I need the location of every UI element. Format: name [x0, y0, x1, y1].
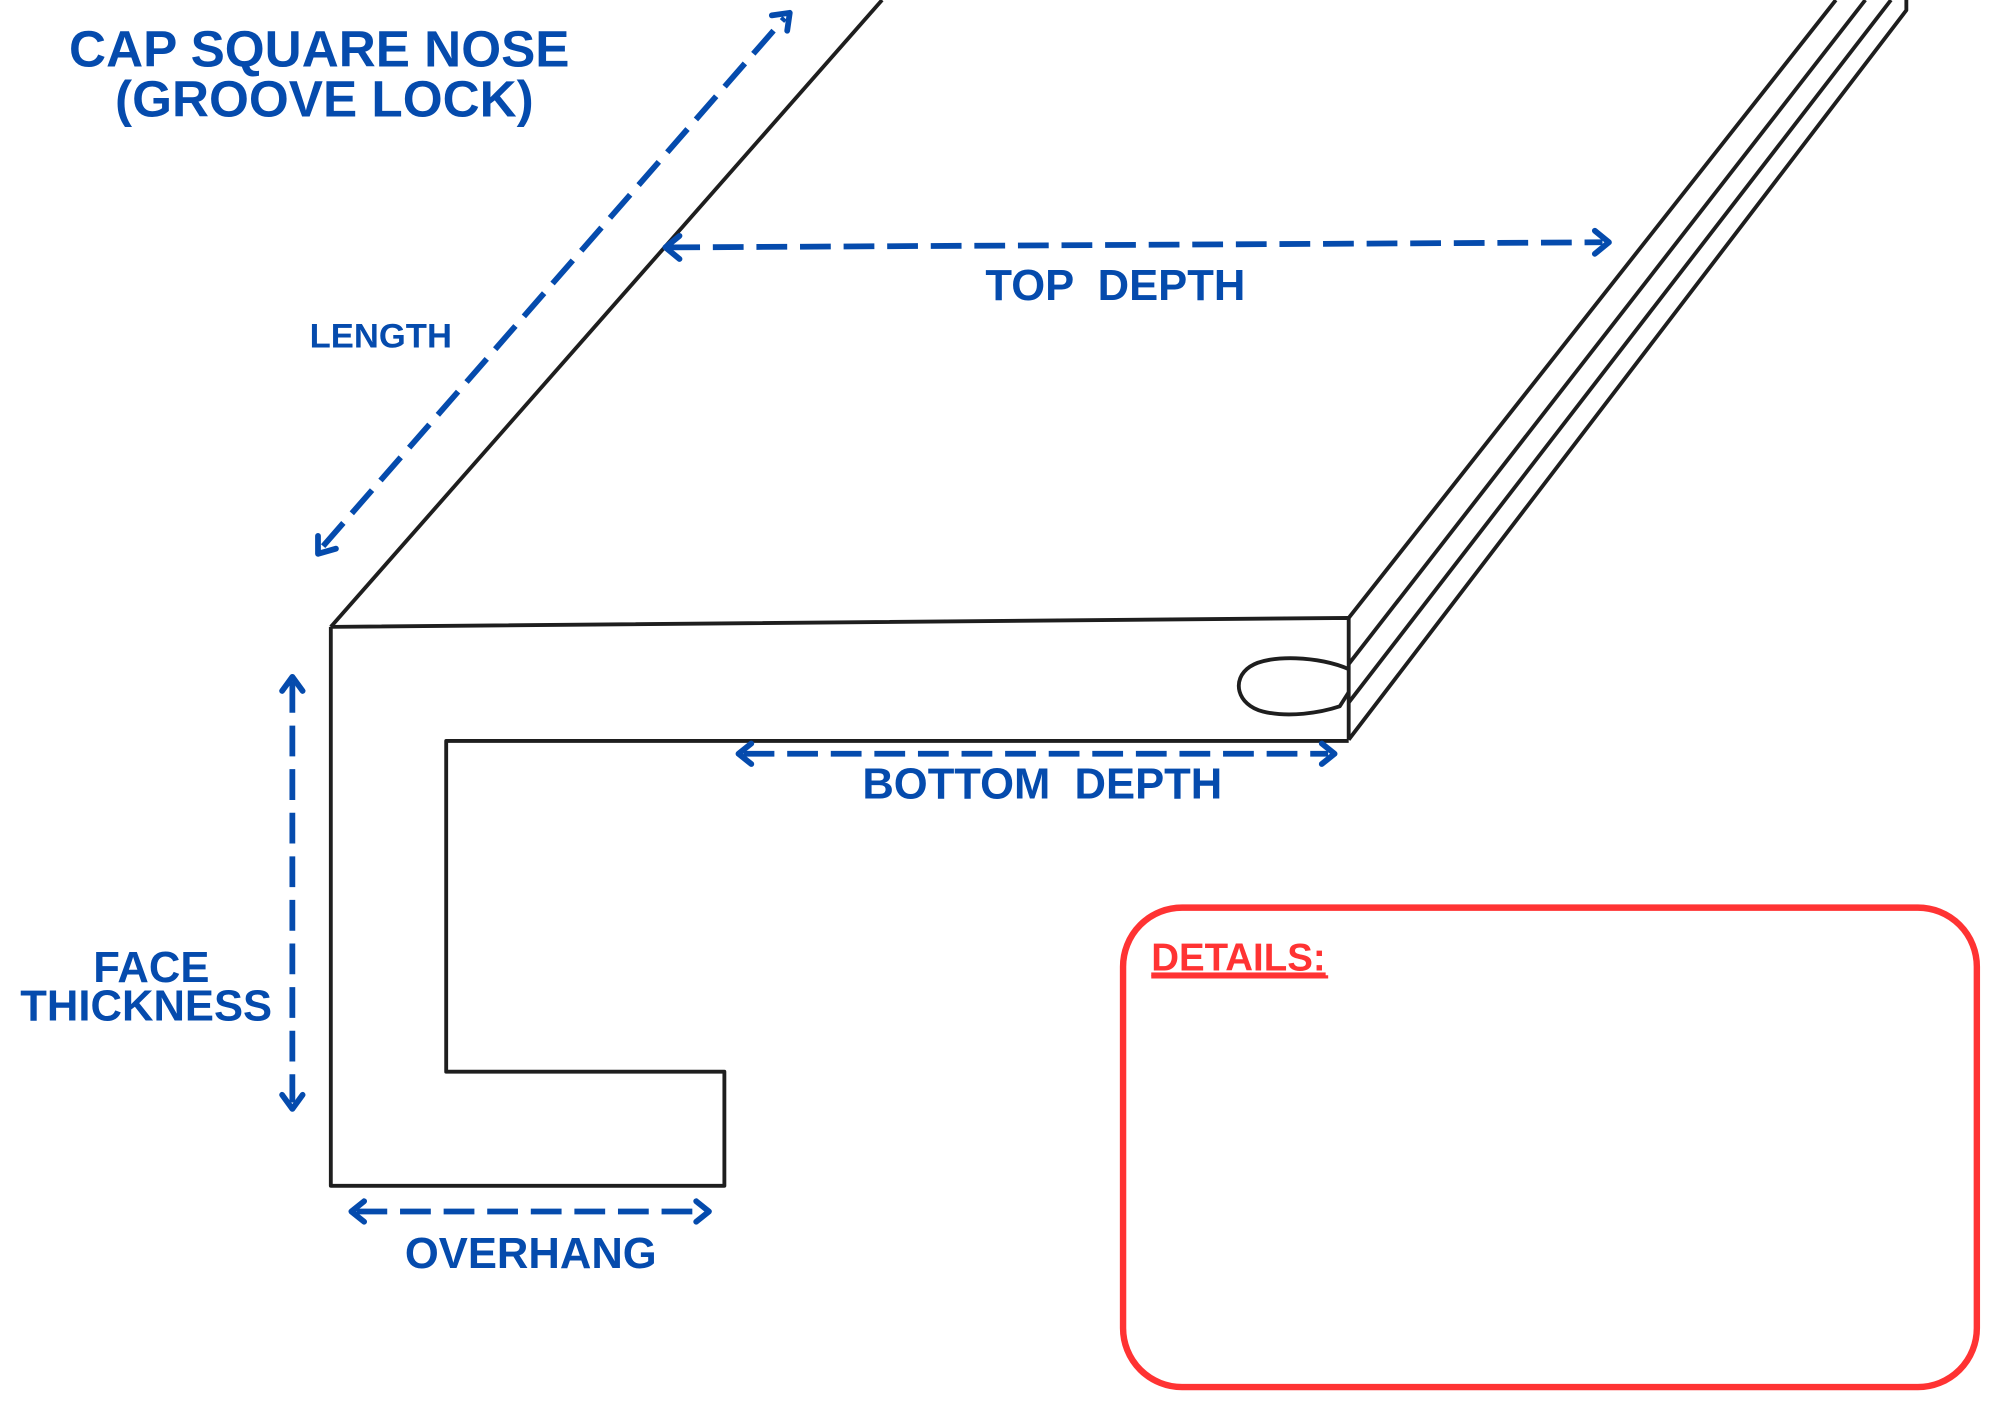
- overhang-label: OVERHANG: [405, 1230, 657, 1278]
- bottom-depth-arrow: [735, 740, 1338, 767]
- length-label: LENGTH: [310, 317, 452, 355]
- top-depth-arrow: [662, 227, 1612, 262]
- diagram-title-line2: (GROOVE LOCK): [115, 71, 534, 128]
- overhang-arrow: [348, 1198, 712, 1225]
- details-box: [1119, 904, 1981, 1391]
- bottom-depth-label: BOTTOM DEPTH: [862, 761, 1222, 809]
- top-depth-label: TOP DEPTH: [985, 262, 1245, 310]
- face-thickness-label-line2: THICKNESS: [20, 982, 272, 1030]
- face-thickness-arrow: [279, 673, 306, 1112]
- length-arrow: [315, 9, 793, 557]
- face-thickness-label-line1: FACE: [93, 944, 209, 992]
- diagram-title-line1: CAP SQUARE NOSE: [69, 21, 569, 78]
- stair-nose-outline: [328, 0, 1909, 1188]
- details-label: DETAILS:: [1151, 936, 1325, 979]
- groove-icon: [1237, 656, 1351, 717]
